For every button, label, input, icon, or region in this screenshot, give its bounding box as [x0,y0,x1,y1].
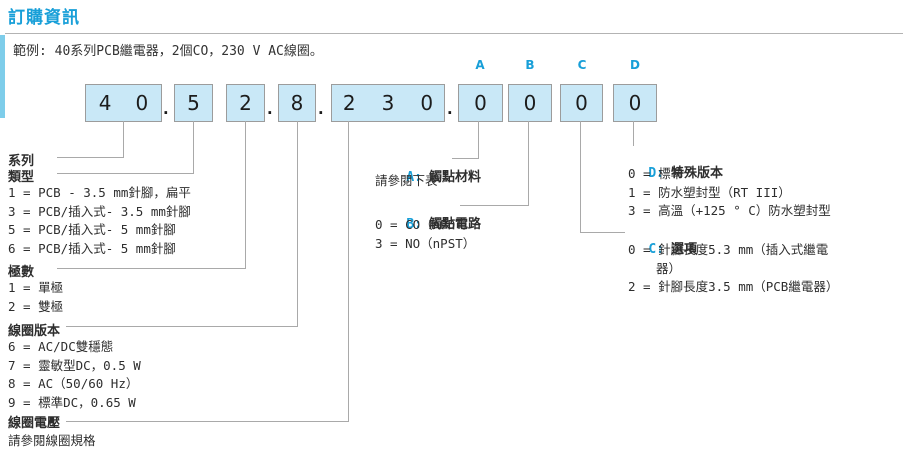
connector-line [123,121,124,157]
pn-digits: 8 [290,91,304,115]
section-key: D: [648,166,664,181]
pn-digits: 230 [342,91,460,115]
example-text: 範例: 40系列PCB繼電器，2個CO，230 V AC線圈。 [13,44,323,59]
option-line: 5 = PCB/插入式- 5 mm針腳 [8,222,176,237]
section-title: 觸點電路 [428,217,481,232]
section-label-coil-version: 線圈版本 [8,324,61,339]
page-title: 訂購資訊 [8,8,80,28]
section-title: 觸點材料 [428,170,481,185]
connector-line [66,326,298,327]
pn-digits: 0 [628,91,642,115]
section-title: 選項 [670,242,697,257]
coil-version-options: 6 = AC/DC雙穩態 7 = 靈敏型DC，0.5 W 8 = AC（50/6… [8,338,141,412]
pn-separator: . [161,99,171,118]
section-key: C: [648,242,664,257]
option-line: 2 = 雙極 [8,298,64,314]
connector-line [57,268,246,269]
connector-line [452,158,479,159]
connector-line [580,232,625,233]
pn-box-contact-circuit: 0 [508,84,552,122]
pn-digits: 0 [575,91,588,115]
connector-line [633,121,634,146]
option-line: 9 = 標準DC，0.65 W [8,394,136,410]
section-label-type: 類型 [8,170,35,185]
special-version-options: 0 = 標準 1 = 防水塑封型（RT III） 3 = 高溫（+125 ° C… [628,165,831,221]
connector-line [460,205,529,206]
contact-material-note: 請參閱下表 [375,173,438,188]
option-line: 2 = 針腳長度3.5 mm（PCB繼電器） [628,279,839,294]
option-line: 1 = 單極 [8,280,64,295]
option-line: 1 = 防水塑封型（RT III） [628,184,791,200]
option-line: 3 = PCB/插入式- 3.5 mm針腳 [8,203,191,219]
connector-line [580,121,581,232]
connector-line [297,121,298,326]
pn-separator: . [316,99,326,118]
option-line: 6 = PCB/插入式- 5 mm針腳 [8,240,176,256]
option-line: 1 = PCB - 3.5 mm針腳，扁平 [8,185,191,200]
connector-line [66,421,349,422]
option-line: 0 = CO（nPDT） [375,217,476,232]
marker-c: C [577,58,587,72]
connector-line [57,157,124,158]
connector-line [478,121,479,158]
section-accent-bar [0,35,5,118]
section-key: A: [406,170,422,185]
connector-line [348,121,349,421]
pn-digits: 5 [187,91,200,115]
pn-box-poles: 2 [226,84,265,122]
option-line: 3 = NO（nPST） [375,235,476,251]
pn-box-coil-voltage: 230 [331,84,445,122]
section-title: 特殊版本 [670,166,723,181]
pn-digits: 2 [239,91,252,115]
section-label-poles: 極數 [8,265,35,280]
pn-box-series: 40 [85,84,162,122]
section-label-series: 系列 [8,154,35,169]
option-line: 6 = AC/DC雙穩態 [8,339,114,354]
title-divider [5,33,903,34]
option-line: 3 = 高溫（+125 ° C）防水塑封型 [628,203,831,218]
coil-voltage-note: 請參閱線圈規格 [8,433,96,448]
poles-options: 1 = 單極 2 = 雙極 [8,279,63,316]
section-label-options: C: 選項 [617,223,697,272]
connector-line [193,121,194,173]
connector-line [245,121,246,268]
section-label-contact-circuit: B: 觸點電路 [375,198,481,247]
pn-box-coil-version: 8 [278,84,316,122]
pn-box-options: 0 [560,84,603,122]
section-key: B: [406,217,422,232]
connector-line [57,173,194,174]
pn-digits: 0 [523,91,537,115]
pn-box-special-version: 0 [613,84,657,122]
section-label-contact-material: A: 觸點材料 [375,151,481,200]
pn-digits: 40 [98,91,173,115]
option-line: 8 = AC（50/60 Hz） [8,376,139,391]
pn-box-type: 5 [174,84,213,122]
type-options: 1 = PCB - 3.5 mm針腳，扁平 3 = PCB/插入式- 3.5 m… [8,184,191,258]
marker-a: A [475,58,485,72]
pn-separator: . [445,99,455,118]
section-label-coil-voltage: 線圈電壓 [8,416,61,431]
connector-line [528,121,529,205]
options-options: 0 = 針腳長度5.3 mm（插入式繼電器） 2 = 針腳長度3.5 mm（PC… [628,241,838,297]
marker-d: D [630,58,640,72]
marker-b: B [525,58,535,72]
section-label-special-version: D: 特殊版本 [617,147,723,196]
option-line: 0 = 針腳長度5.3 mm（插入式繼電器） [628,242,829,276]
pn-box-contact-material: 0 [458,84,503,122]
option-line: 7 = 靈敏型DC，0.5 W [8,357,141,373]
option-line: 0 = 標準 [628,166,684,181]
pn-digits: 0 [474,91,487,115]
contact-circuit-options: 0 = CO（nPDT） 3 = NO（nPST） [375,216,475,253]
pn-separator: . [265,99,275,118]
